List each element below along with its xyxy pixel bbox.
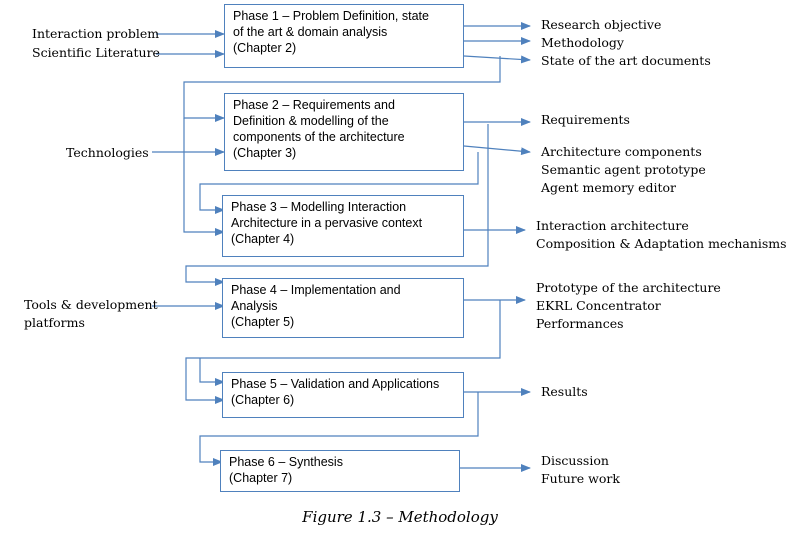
phase-3-box: Phase 3 – Modelling Interaction Architec… [222, 195, 464, 257]
phase-1-line-2: of the art & domain analysis [233, 25, 388, 39]
phase-4-line-2: Analysis [231, 299, 278, 313]
output-state-of-art: State of the art documents [541, 53, 711, 68]
flow-phase4-to-phase5b [199, 358, 225, 386]
output-architecture-components: Architecture components [541, 144, 702, 159]
arrow-state-of-art [463, 55, 531, 64]
output-results: Results [541, 384, 588, 399]
phase-2-box: Phase 2 – Requirements and Definition & … [224, 93, 464, 171]
output-research-objective: Research objective [541, 17, 662, 32]
phase-2-line-3: components of the architecture [233, 130, 405, 144]
input-tools-line-1: Tools & development [24, 297, 158, 312]
output-ekrl-concentrator: EKRL Concentrator [536, 298, 661, 313]
output-requirements: Requirements [541, 112, 630, 127]
flow-phase4-to-phase5 [185, 300, 501, 404]
flow-phase3-to-phase4 [185, 124, 489, 286]
output-methodology: Methodology [541, 35, 624, 50]
phase-5-line-1: Phase 5 – Validation and Applications [231, 377, 440, 391]
output-prototype-architecture: Prototype of the architecture [536, 280, 721, 295]
phase-3-line-1: Phase 3 – Modelling Interaction [231, 200, 407, 214]
phase-2-line-4: (Chapter 3) [233, 146, 297, 160]
arrow-architecture-components [463, 145, 531, 156]
phase-2-line-2: Definition & modelling of the [233, 114, 389, 128]
flow-phase5-to-phase6 [199, 392, 479, 466]
flow-phase2-to-phase3 [199, 152, 479, 214]
phase-3-line-2: Architecture in a pervasive context [231, 216, 423, 230]
phase-1-line-1: Phase 1 – Problem Definition, state [233, 9, 429, 23]
input-technologies: Technologies [66, 145, 149, 160]
phase-4-line-3: (Chapter 5) [231, 315, 295, 329]
output-semantic-agent-prototype: Semantic agent prototype [541, 162, 706, 177]
phase-6-line-1: Phase 6 – Synthesis [229, 455, 343, 469]
phase-5-box: Phase 5 – Validation and Applications (C… [222, 372, 464, 418]
output-composition-adaptation: Composition & Adaptation mechanisms [536, 236, 787, 251]
phase-6-line-2: (Chapter 7) [229, 471, 293, 485]
flow-phase1-to-phase2 [183, 56, 501, 122]
output-future-work: Future work [541, 471, 620, 486]
phase-5-line-2: (Chapter 6) [231, 393, 295, 407]
output-discussion: Discussion [541, 453, 609, 468]
figure-caption: Figure 1.3 – Methodology [302, 508, 498, 526]
phase-4-box: Phase 4 – Implementation and Analysis (C… [222, 278, 464, 338]
output-interaction-architecture: Interaction architecture [536, 218, 689, 233]
flow-phase1-to-phase3 [183, 118, 225, 236]
phase-4-line-1: Phase 4 – Implementation and [231, 283, 401, 297]
phase-1-line-3: (Chapter 2) [233, 41, 297, 55]
input-scientific-literature: Scientific Literature [32, 45, 160, 60]
phase-2-line-1: Phase 2 – Requirements and [233, 98, 395, 112]
input-tools-line-2: platforms [24, 315, 85, 330]
phase-6-box: Phase 6 – Synthesis (Chapter 7) [220, 450, 460, 492]
output-performances: Performances [536, 316, 624, 331]
output-agent-memory-editor: Agent memory editor [541, 180, 677, 195]
input-interaction-problem: Interaction problem [32, 26, 160, 41]
phase-1-box: Phase 1 – Problem Definition, state of t… [224, 4, 464, 68]
phase-3-line-3: (Chapter 4) [231, 232, 295, 246]
